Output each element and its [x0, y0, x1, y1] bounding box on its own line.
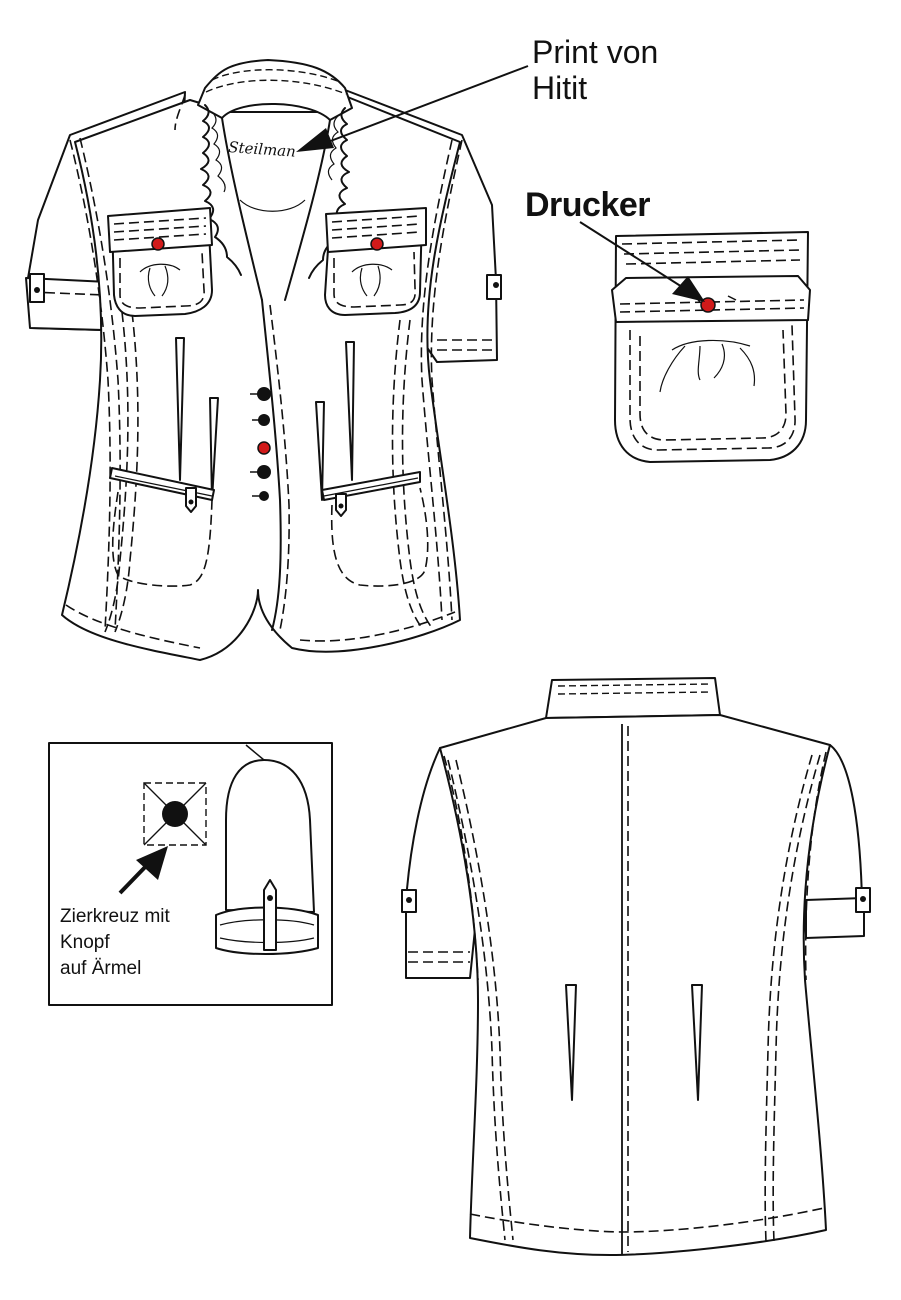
drucker-label: Drucker: [525, 186, 651, 224]
drucker-label-pointer: [579, 221, 705, 302]
zierkreuz-label-line2: Knopf: [60, 932, 110, 953]
arrow-pointer-icon: [672, 276, 705, 302]
brand-script-print: Steilman: [228, 138, 297, 161]
zierkreuz-label-line1: Zierkreuz mit: [60, 906, 170, 927]
front-button-1: [257, 387, 271, 401]
front-chest-pocket-left: [107, 207, 213, 317]
print-label-pointer: [296, 65, 529, 152]
back-body: [439, 714, 831, 1256]
front-right-cuff-line: [437, 339, 497, 351]
sleeve-sketch: [225, 759, 315, 913]
zierkreuz-label: Zierkreuz mit Knopf auf Ärmel: [60, 904, 230, 982]
front-ruffle-left: [200, 104, 242, 276]
zierkreuz-label-line3: auf Ärmel: [60, 958, 142, 979]
front-button-2: [258, 414, 270, 426]
back-jacket: [401, 677, 871, 1256]
front-body: [61, 95, 461, 661]
pocket-detail: [611, 231, 811, 463]
print-label: Print von Hitit: [532, 34, 732, 106]
front-button-3-accent: [257, 441, 271, 455]
front-button-5: [259, 491, 269, 501]
front-hip-pocket-left: [109, 467, 215, 587]
sleeve-sketch-tab: [263, 879, 277, 951]
chest-pocket-button-left: [151, 237, 165, 251]
chest-pocket-button-right: [370, 237, 384, 251]
arrow-pointer-icon: [136, 846, 168, 880]
front-button-4: [257, 465, 271, 479]
sleeve-detail-box: [48, 742, 333, 1006]
front-placket: [261, 299, 282, 631]
front-collar: [197, 59, 353, 121]
decor-cross-square: [143, 782, 207, 846]
front-hip-pocket-right: [321, 471, 429, 587]
button-dot-icon: [162, 801, 188, 827]
print-label-line2: Hitit: [532, 70, 588, 106]
front-jacket: Steilman: [25, 59, 502, 661]
arrow-pointer-icon: [296, 128, 334, 152]
print-label-line1: Print von: [532, 34, 659, 70]
front-chest-pocket-right: [324, 207, 427, 316]
front-button-row: [250, 387, 271, 501]
front-inner-back: [239, 199, 306, 212]
